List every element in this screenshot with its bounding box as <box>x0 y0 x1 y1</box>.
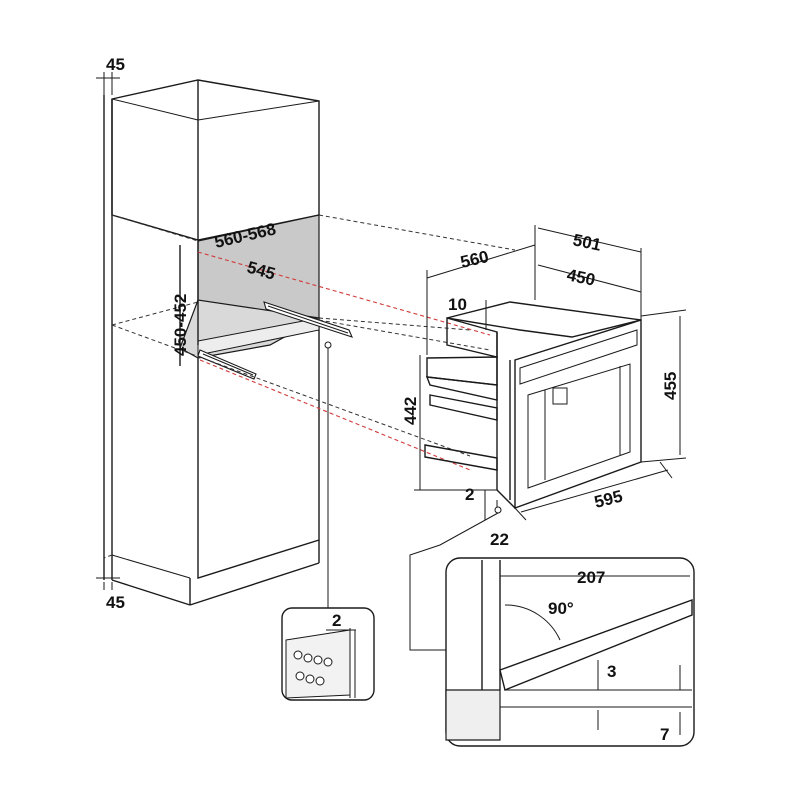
coffee-machine <box>424 301 642 510</box>
gap-bottom-label: 2 <box>465 485 474 504</box>
detail-large <box>445 557 695 747</box>
appliance-width-label: 560 <box>459 247 491 272</box>
top-clearance-label: 45 <box>106 55 125 74</box>
dimension-lines <box>96 72 687 651</box>
appliance-total-height-label: 455 <box>661 372 680 400</box>
detail-gap-label: 2 <box>332 611 341 630</box>
bottom-clearance-label: 45 <box>106 593 125 612</box>
detail-small <box>281 607 375 701</box>
projection-lines <box>111 214 516 471</box>
appliance-body-height-label: 442 <box>401 397 420 425</box>
door-gap-label: 3 <box>607 662 616 681</box>
door-length-label: 207 <box>577 568 605 587</box>
appliance-inner-depth-label: 450 <box>565 265 597 289</box>
appliance-depth-label: 501 <box>571 230 603 254</box>
door-offset-label: 7 <box>660 725 669 744</box>
door-angle-label: 90° <box>548 599 574 618</box>
front-thickness-label: 22 <box>490 530 509 549</box>
labels: 45 45 560-568 545 450-452 560 501 450 10… <box>106 55 680 744</box>
niche-height-label: 450-452 <box>171 294 190 356</box>
offset-top-label: 10 <box>448 295 467 314</box>
cabinet <box>103 79 353 612</box>
